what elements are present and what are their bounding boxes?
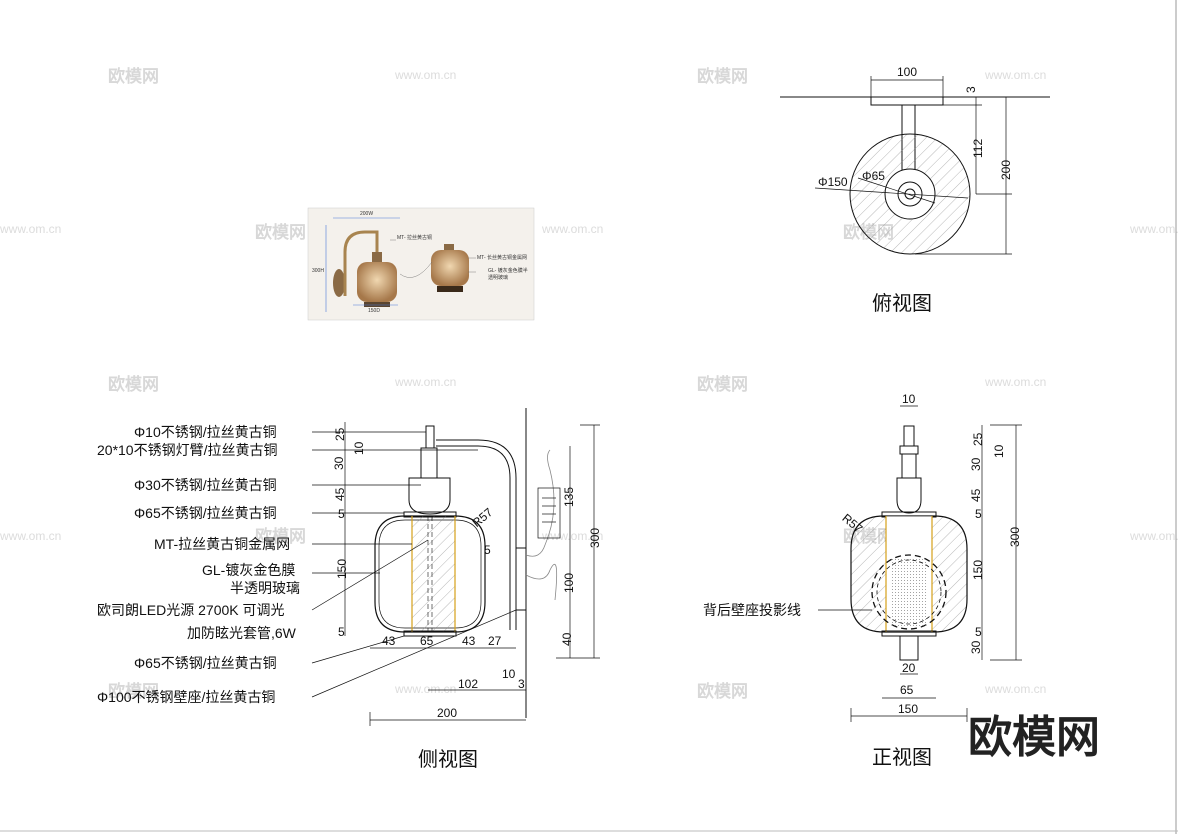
watermark-url: www.om.cn	[1129, 222, 1178, 236]
side-dim-25: 25	[333, 427, 347, 441]
watermark-url: www.om.cn	[0, 222, 61, 236]
side-view-title: 侧视图	[418, 747, 478, 771]
side-label-bottom-cap: Φ65不锈钢/拉丝黄古铜	[134, 655, 277, 671]
side-dim-65: 65	[420, 634, 434, 648]
side-wall-plate	[515, 547, 527, 611]
watermark-url: www.om.cn	[541, 222, 603, 236]
photo-dim-height: 300H	[312, 268, 324, 274]
front-dim-25: 25	[971, 432, 985, 446]
side-label-rod: Φ10不锈钢/拉丝黄古铜	[134, 424, 277, 440]
side-dim-3: 3	[518, 677, 525, 691]
watermark-logo: 欧模网	[108, 681, 159, 702]
side-label-wall-base: Φ100不锈钢壁座/拉丝黄古铜	[97, 689, 275, 705]
side-dim-5a: 5	[338, 507, 345, 521]
side-label-led: 欧司朗LED光源 2700K 可调光	[97, 602, 285, 618]
side-dim-300: 300	[588, 528, 602, 548]
top-dim-width: 100	[897, 65, 917, 79]
front-dim-45: 45	[969, 488, 983, 502]
watermark-url: www.om.cn	[394, 375, 456, 389]
watermark-logo: 欧模网	[697, 66, 748, 87]
watermark-logo: 欧模网	[108, 66, 159, 87]
side-dim-102: 102	[458, 677, 478, 691]
side-dim-135: 135	[562, 487, 576, 507]
watermark-logo: 欧模网	[697, 681, 748, 702]
photo-note-glass: GL- 镀灰金色膜半	[488, 267, 528, 274]
top-dim-inner-dia: Φ65	[862, 169, 885, 183]
side-view: Φ10不锈钢/拉丝黄古铜 20*10不锈钢灯臂/拉丝黄古铜 Φ30不锈钢/拉丝黄…	[97, 408, 602, 771]
watermark-logo: 欧模网	[255, 222, 306, 243]
top-wall-plate	[870, 96, 944, 106]
photo-dim-depth: 150D	[368, 308, 380, 314]
photo-dim-width: 200W	[360, 211, 373, 217]
product-photo: 200W 300H 150D MT- 拉丝黄古铜 MT- 长丝黄古铜金属网 GL…	[307, 207, 535, 321]
front-dim-top-10: 10	[902, 392, 916, 406]
front-dim-20: 20	[902, 661, 916, 675]
watermark-logo: 欧模网	[255, 526, 306, 547]
side-dim-45: 45	[333, 487, 347, 501]
side-dim-5c: 5	[484, 543, 491, 557]
side-label-mesh: MT-拉丝黄古铜金属网	[154, 536, 290, 552]
watermark-logo: 欧模网	[108, 374, 159, 395]
side-dim-27: 27	[488, 634, 502, 648]
front-dim-5b: 5	[975, 625, 982, 639]
side-dim-100: 100	[562, 573, 576, 593]
side-dim-150: 150	[335, 559, 349, 579]
side-label-glass-film: GL-镀灰金色膜	[202, 562, 295, 578]
photo-note-mesh: MT- 长丝黄古铜金属网	[477, 254, 527, 261]
top-view-title: 俯视图	[872, 291, 932, 315]
side-label-arm: 20*10不锈钢灯臂/拉丝黄古铜	[97, 442, 277, 458]
side-label-glass: 半透明玻璃	[230, 580, 300, 596]
front-dim-30: 30	[969, 457, 983, 471]
front-dim-150: 150	[971, 560, 985, 580]
front-dim-30b: 30	[969, 640, 983, 654]
watermark-url: www.om.cn	[1129, 529, 1178, 543]
side-dim-200: 200	[437, 706, 457, 720]
side-dim-43b: 43	[462, 634, 476, 648]
front-dim-300: 300	[1008, 527, 1022, 547]
side-dim-30: 30	[332, 456, 346, 470]
photo-note-metal: MT- 拉丝黄古铜	[397, 234, 432, 241]
photo-lamp-closeup	[431, 250, 469, 286]
side-leaders	[311, 431, 517, 698]
front-base-projection	[871, 554, 947, 630]
front-view-title: 正视图	[872, 745, 932, 769]
side-label-neck: Φ30不锈钢/拉丝黄古铜	[134, 477, 277, 493]
side-dim-10: 10	[352, 441, 366, 455]
brand-logo: 欧模网	[968, 712, 1100, 763]
top-dim-flange: 3	[964, 86, 978, 93]
watermark-logo: 欧模网	[697, 374, 748, 395]
side-mesh	[411, 515, 456, 633]
front-label-projection: 背后壁座投影线	[703, 602, 801, 618]
watermark-url: www.om.cn	[0, 529, 61, 543]
photo-note-glass-2: 透明玻璃	[488, 274, 508, 281]
photo-wall-plate	[333, 269, 345, 297]
side-dim-r57: R57	[470, 505, 496, 530]
watermark-url: www.om.cn	[984, 682, 1046, 696]
top-view: 100 3 112 200 Φ150 Φ65 俯视图	[780, 65, 1050, 315]
side-dim-10h: 10	[502, 667, 516, 681]
top-dim-outer-dia: Φ150	[818, 175, 848, 189]
photo-lamp-glass	[357, 262, 397, 302]
side-dim-40: 40	[560, 632, 574, 646]
watermark-url: www.om.cn	[984, 68, 1046, 82]
side-dim-43a: 43	[382, 634, 396, 648]
watermark-url: www.om.cn	[984, 375, 1046, 389]
watermark-url: www.om.cn	[394, 682, 456, 696]
front-view: 背后壁座投影线 R57 10 25 10 30 45 5 150 5 30 30…	[703, 392, 1022, 769]
top-dim-arm: 112	[971, 139, 985, 158]
top-dim-depth: 200	[999, 160, 1013, 180]
watermark-url: www.om.cn	[541, 529, 603, 543]
front-dim-65: 65	[900, 683, 914, 697]
front-dim-10: 10	[992, 444, 1006, 458]
front-dim-5a: 5	[975, 507, 982, 521]
side-label-top-cap: Φ65不锈钢/拉丝黄古铜	[134, 505, 277, 521]
watermark-url: www.om.cn	[394, 68, 456, 82]
front-dim-150b: 150	[898, 702, 918, 716]
side-label-anti-glare: 加防眩光套管,6W	[187, 625, 297, 641]
side-driver-box	[537, 487, 561, 539]
side-dim-5b: 5	[338, 625, 345, 639]
